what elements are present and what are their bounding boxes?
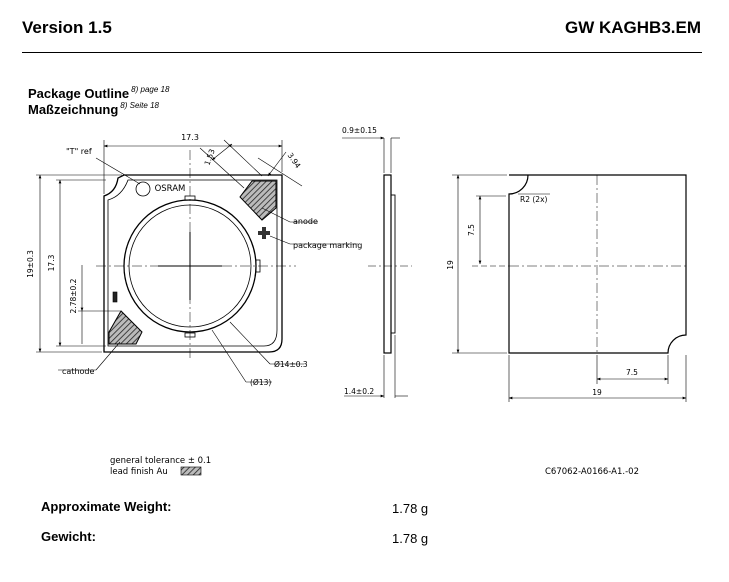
lead-finish-swatch [180, 466, 202, 476]
drawing-number: C67062-A0166-A1.-02 [545, 467, 639, 477]
t-ref-label: "T" ref [66, 147, 92, 156]
back-dim-bottom: 19 [592, 388, 602, 397]
front-dim-cathode-pad: 2.78±0.2 [69, 278, 78, 313]
anode-label: anode [293, 217, 318, 226]
lead-finish-note: lead finish Au [110, 467, 168, 477]
osram-brand: OSRAM [155, 184, 186, 194]
title-en-text: Package Outline [28, 86, 130, 101]
front-view [96, 150, 296, 360]
back-radius-label: R2 (2x) [520, 195, 548, 204]
version-label: Version 1.5 [22, 18, 112, 37]
side-dim-top: 0.9±0.15 [342, 126, 377, 135]
front-dimensions [36, 139, 358, 383]
header-rule [22, 52, 702, 53]
front-dim-left-inner: 17.3 [47, 254, 56, 271]
package-marking-label: package marking [293, 241, 362, 250]
back-dim-left: 19 [446, 260, 455, 270]
weight-label-en: Approximate Weight: [41, 499, 172, 514]
back-dim-inner-v: 7.5 [467, 224, 476, 236]
side-view [368, 174, 412, 354]
weight-value-de: 1.78 g [392, 531, 429, 546]
back-dim-inner-h: 7.5 [626, 368, 638, 377]
front-dim-diam1: Ø14±0.3 [274, 360, 308, 369]
back-view [472, 174, 687, 354]
front-dim-left-outer: 19±0.3 [26, 250, 35, 278]
title-de-text: Maßzeichnung [28, 102, 119, 117]
side-dim-bottom: 1.4±0.2 [344, 387, 374, 396]
cathode-label: cathode [62, 367, 94, 376]
back-dimensions [452, 174, 687, 402]
title-en-ref: 8) page 18 [131, 85, 170, 94]
tolerance-note: general tolerance ± 0.1 [110, 456, 211, 466]
front-dim-diag: 1.53 [203, 148, 217, 167]
front-dim-top: 17.3 [181, 133, 199, 142]
weight-label-de: Gewicht: [41, 529, 96, 544]
title-de-ref: 8) Seite 18 [120, 101, 159, 110]
front-dim-diam2: (Ø13) [250, 378, 271, 387]
front-dim-chamfer: 3.94 [286, 151, 303, 170]
part-number: GW KAGHB3.EM [565, 18, 701, 37]
weight-value-en: 1.78 g [392, 501, 429, 516]
side-dimensions [342, 136, 408, 398]
